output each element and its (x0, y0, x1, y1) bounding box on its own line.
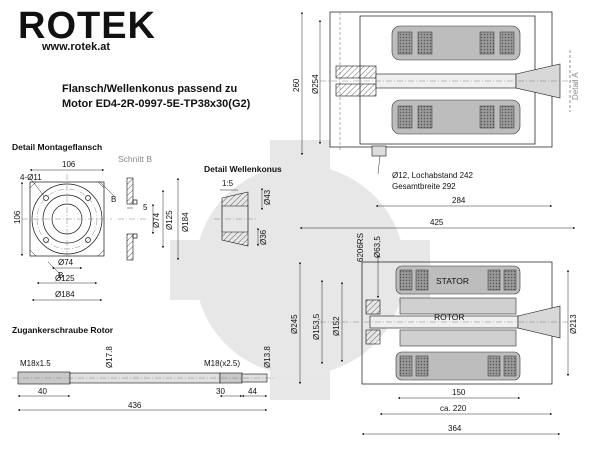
screw-d13-8: Ø13.8 (263, 346, 272, 368)
flange-d74-dim: Ø74 (58, 258, 74, 267)
screw-heading: Zugankerschraube Rotor (12, 325, 114, 335)
motor-note-holes: Ø12, Lochabstand 242 (392, 171, 474, 180)
section-d74-dim: Ø74 (152, 212, 161, 228)
rotor-label: ROTOR (434, 312, 465, 322)
motor-d213: Ø213 (569, 314, 578, 334)
flange-front-view (22, 174, 112, 264)
screw-len-436: 436 (128, 401, 142, 410)
motor-len-150: 150 (452, 388, 466, 397)
screw-len-40: 40 (38, 387, 47, 396)
section-mark-b-top: B (111, 195, 116, 204)
cone-d43-dim: Ø43 (263, 189, 272, 205)
section-thickness-dim: 5 (143, 203, 148, 212)
screw-thread-right: M18(x2.5) (204, 359, 240, 368)
detail-a-ref: Detail A (571, 72, 580, 100)
flange-d125-dim: Ø125 (55, 274, 75, 283)
motor-section-view (320, 261, 575, 385)
motor-len-284: 284 (452, 196, 466, 205)
flange-section-view (118, 177, 148, 261)
flange-heading: Detail Montageflansch (12, 142, 102, 152)
brand-url[interactable]: www.rotek.at (41, 41, 110, 53)
screw-len-30: 30 (216, 387, 225, 396)
section-d125-dim: Ø125 (165, 210, 174, 230)
bearing-label: 6206RS (356, 233, 365, 262)
screw-len-44: 44 (248, 387, 257, 396)
motor-len-220: ca. 220 (440, 404, 467, 413)
flange-d184-dim: Ø184 (55, 290, 75, 299)
pull-screw-view (12, 371, 274, 385)
stator-label: STATOR (436, 276, 469, 286)
cone-taper-dim: 1:5 (222, 179, 234, 188)
motor-d63-5: Ø63,5 (373, 236, 382, 258)
motor-note-width: Gesamtbreite 292 (392, 182, 456, 191)
motor-len-425: 425 (430, 218, 444, 227)
section-d184-dim: Ø184 (181, 212, 190, 232)
brand-logo: ROTEK (18, 5, 156, 47)
screw-d17-8: Ø17.8 (105, 346, 114, 368)
motor-d245: Ø245 (290, 314, 299, 334)
motor-d153-5: Ø153,5 (312, 313, 321, 340)
title-line-2: Motor ED4-2R-0997-5E-TP38x30(G2) (62, 98, 251, 110)
motor-h260-dim: 260 (292, 78, 301, 92)
screw-thread-left: M18x1.5 (20, 359, 51, 368)
flange-width-dim: 106 (62, 160, 76, 169)
motor-top-view (320, 11, 575, 157)
flange-holes-dim: 4-Ø11 (20, 173, 42, 182)
title-line-1: Flansch/Wellenkonus passend zu (62, 83, 237, 95)
section-mark-b-bottom: B (58, 271, 63, 280)
flange-height-dim: 106 (13, 210, 22, 224)
motor-d254-dim: Ø254 (311, 74, 320, 94)
cone-heading: Detail Wellenkonus (204, 164, 282, 174)
motor-len-364: 364 (448, 424, 462, 433)
shaft-cone-view (214, 191, 256, 247)
section-b-label: Schnitt B (118, 154, 152, 164)
motor-d152: Ø152 (332, 316, 341, 336)
cone-d36-dim: Ø36 (259, 229, 268, 245)
